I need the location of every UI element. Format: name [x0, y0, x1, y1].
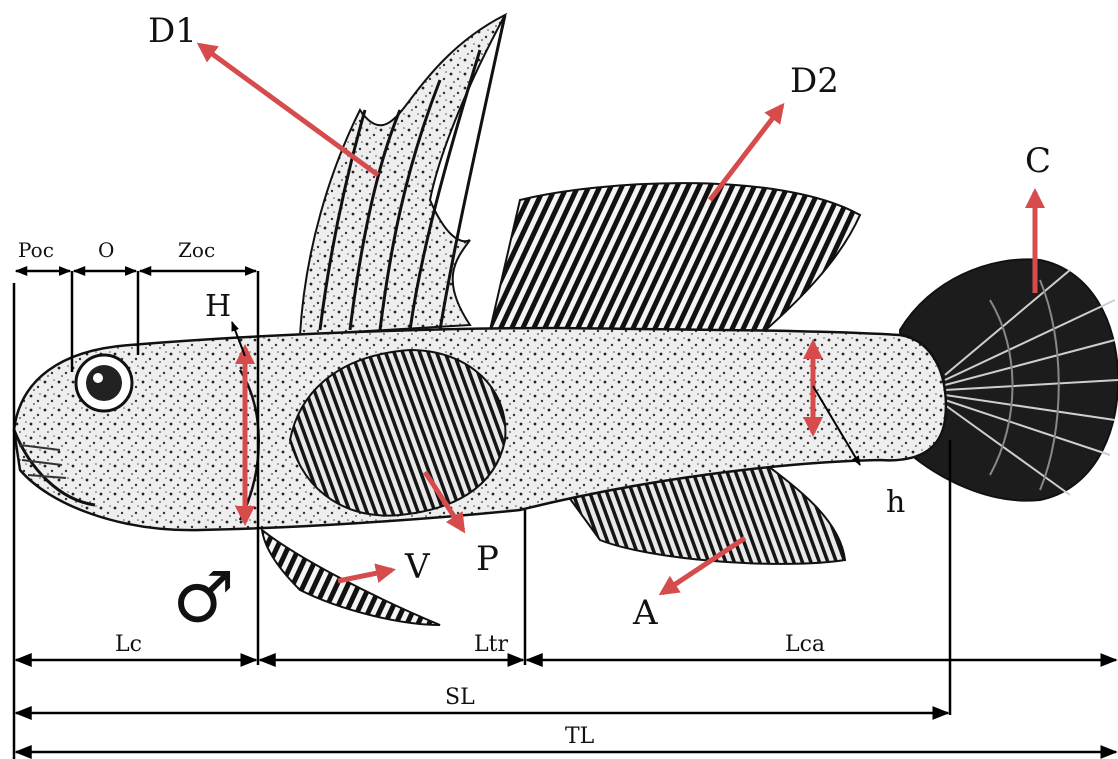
- fish-illustration: [14, 15, 1118, 625]
- arrow-d1: [200, 45, 378, 175]
- label-ltr: Ltr: [474, 632, 508, 657]
- label-h-lower: h: [886, 485, 905, 520]
- label-a: A: [632, 593, 658, 633]
- label-lc: Lc: [115, 632, 142, 657]
- label-c: C: [1025, 141, 1051, 181]
- label-lca: Lca: [785, 632, 825, 657]
- label-zoc: Zoc: [178, 238, 215, 262]
- label-p: P: [476, 539, 499, 579]
- label-sl: SL: [445, 685, 475, 710]
- arrow-v: [338, 570, 392, 581]
- label-poc: Poc: [18, 238, 54, 262]
- label-d1: D1: [148, 11, 197, 51]
- first-dorsal-fin: [300, 15, 505, 335]
- label-v: V: [404, 547, 431, 587]
- label-d2: D2: [790, 61, 839, 101]
- label-tl: TL: [565, 724, 595, 749]
- second-dorsal-fin: [490, 183, 860, 335]
- male-symbol: ♂: [172, 557, 235, 639]
- label-o: O: [98, 238, 114, 262]
- label-h-upper: H: [205, 289, 231, 324]
